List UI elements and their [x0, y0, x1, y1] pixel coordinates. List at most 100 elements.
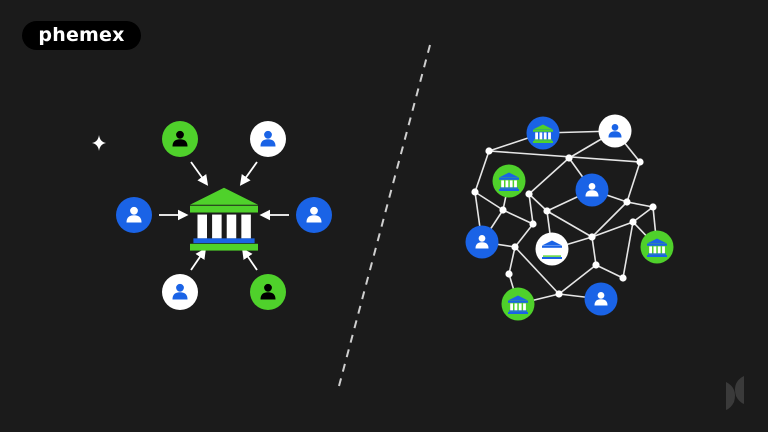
bank-column — [514, 303, 518, 311]
bank-roof — [533, 124, 553, 130]
bank-base — [190, 243, 258, 251]
network-link — [595, 264, 624, 279]
user-node — [250, 121, 286, 157]
bank-column — [197, 214, 207, 239]
user-head — [478, 234, 486, 242]
user-body — [260, 292, 276, 300]
user-node-circle — [116, 197, 152, 233]
network-link — [514, 246, 560, 295]
bank-column — [557, 248, 560, 256]
network-link — [528, 157, 570, 195]
bank-node — [526, 116, 560, 150]
bank-step — [509, 310, 527, 312]
network-junction-dot — [525, 190, 533, 198]
bank-column — [518, 303, 522, 311]
user-head — [310, 206, 318, 215]
bank-roof — [542, 240, 562, 246]
user-icon — [594, 291, 608, 306]
node-circle — [575, 173, 609, 207]
bank-base — [647, 255, 667, 257]
bank-beam — [647, 243, 667, 246]
network-link — [626, 161, 641, 203]
bank-column — [510, 303, 513, 311]
bank-column — [548, 132, 551, 140]
network-junction-dot — [499, 206, 507, 214]
bank-base — [542, 257, 562, 259]
network-junction-dot — [629, 218, 637, 226]
bank-beam — [499, 177, 519, 180]
user-icon — [172, 130, 188, 147]
user-node-circle — [250, 274, 286, 310]
user-icon — [306, 206, 322, 223]
user-head — [597, 291, 605, 299]
sparkle-icon — [92, 135, 106, 151]
bank-step — [193, 238, 255, 244]
watermark-left — [726, 382, 735, 410]
user-body — [172, 139, 188, 147]
user-body — [172, 292, 188, 300]
network-link — [514, 223, 534, 248]
decentralized-network — [465, 114, 674, 321]
network-link — [528, 193, 534, 225]
bank-roof — [647, 238, 667, 244]
network-junction-dot — [565, 154, 573, 162]
bank-step — [543, 255, 561, 257]
bank-column — [653, 246, 657, 254]
user-node — [296, 197, 332, 233]
user-body — [260, 139, 276, 147]
bank-column — [543, 132, 547, 140]
network-junction-dot — [505, 270, 513, 278]
bank-column — [657, 246, 661, 254]
user-icon — [608, 123, 622, 138]
node-circle — [535, 232, 569, 266]
user-node-circle — [296, 197, 332, 233]
arrow-to-bank — [239, 161, 258, 186]
network-link — [632, 206, 654, 223]
watermark-right — [735, 376, 744, 404]
bank-step — [534, 139, 552, 141]
network-link — [558, 264, 597, 295]
bank-column — [212, 214, 222, 239]
user-node — [584, 282, 618, 316]
bank-icon — [533, 124, 553, 143]
user-head — [264, 130, 272, 139]
bank-column — [241, 214, 251, 239]
bank-column — [662, 246, 665, 254]
bank-column — [505, 180, 509, 188]
bank-node — [492, 164, 526, 198]
user-node-circle — [162, 121, 198, 157]
network-link — [622, 221, 634, 279]
bank-icon — [647, 238, 667, 257]
node-circle — [640, 230, 674, 264]
user-node-circle — [250, 121, 286, 157]
user-node — [465, 225, 499, 259]
network-link — [508, 246, 516, 275]
divider-dashed-line — [338, 44, 431, 387]
user-node — [116, 197, 152, 233]
bank-icon — [508, 295, 528, 314]
user-head — [176, 130, 184, 139]
user-icon — [585, 182, 599, 197]
bank-roof — [499, 172, 519, 178]
network-junction-dot — [588, 233, 596, 241]
user-icon — [260, 130, 276, 147]
user-icon — [475, 234, 489, 249]
bank-column — [501, 180, 504, 188]
bank-node — [535, 232, 569, 266]
network-link — [502, 209, 534, 225]
arrow-to-bank — [190, 161, 209, 186]
user-icon — [260, 283, 276, 300]
phemex-watermark-icon — [726, 376, 744, 410]
user-node — [162, 121, 198, 157]
network-junction-dot — [485, 147, 493, 155]
bank-column — [548, 248, 552, 256]
bank-beam — [533, 129, 553, 132]
bank-step — [648, 253, 666, 255]
user-body — [475, 242, 489, 249]
bank-roof — [508, 295, 528, 301]
user-node — [575, 173, 609, 207]
network-link — [474, 150, 490, 193]
phemex-logo: phemex — [22, 21, 141, 50]
bank-icon — [542, 240, 562, 259]
